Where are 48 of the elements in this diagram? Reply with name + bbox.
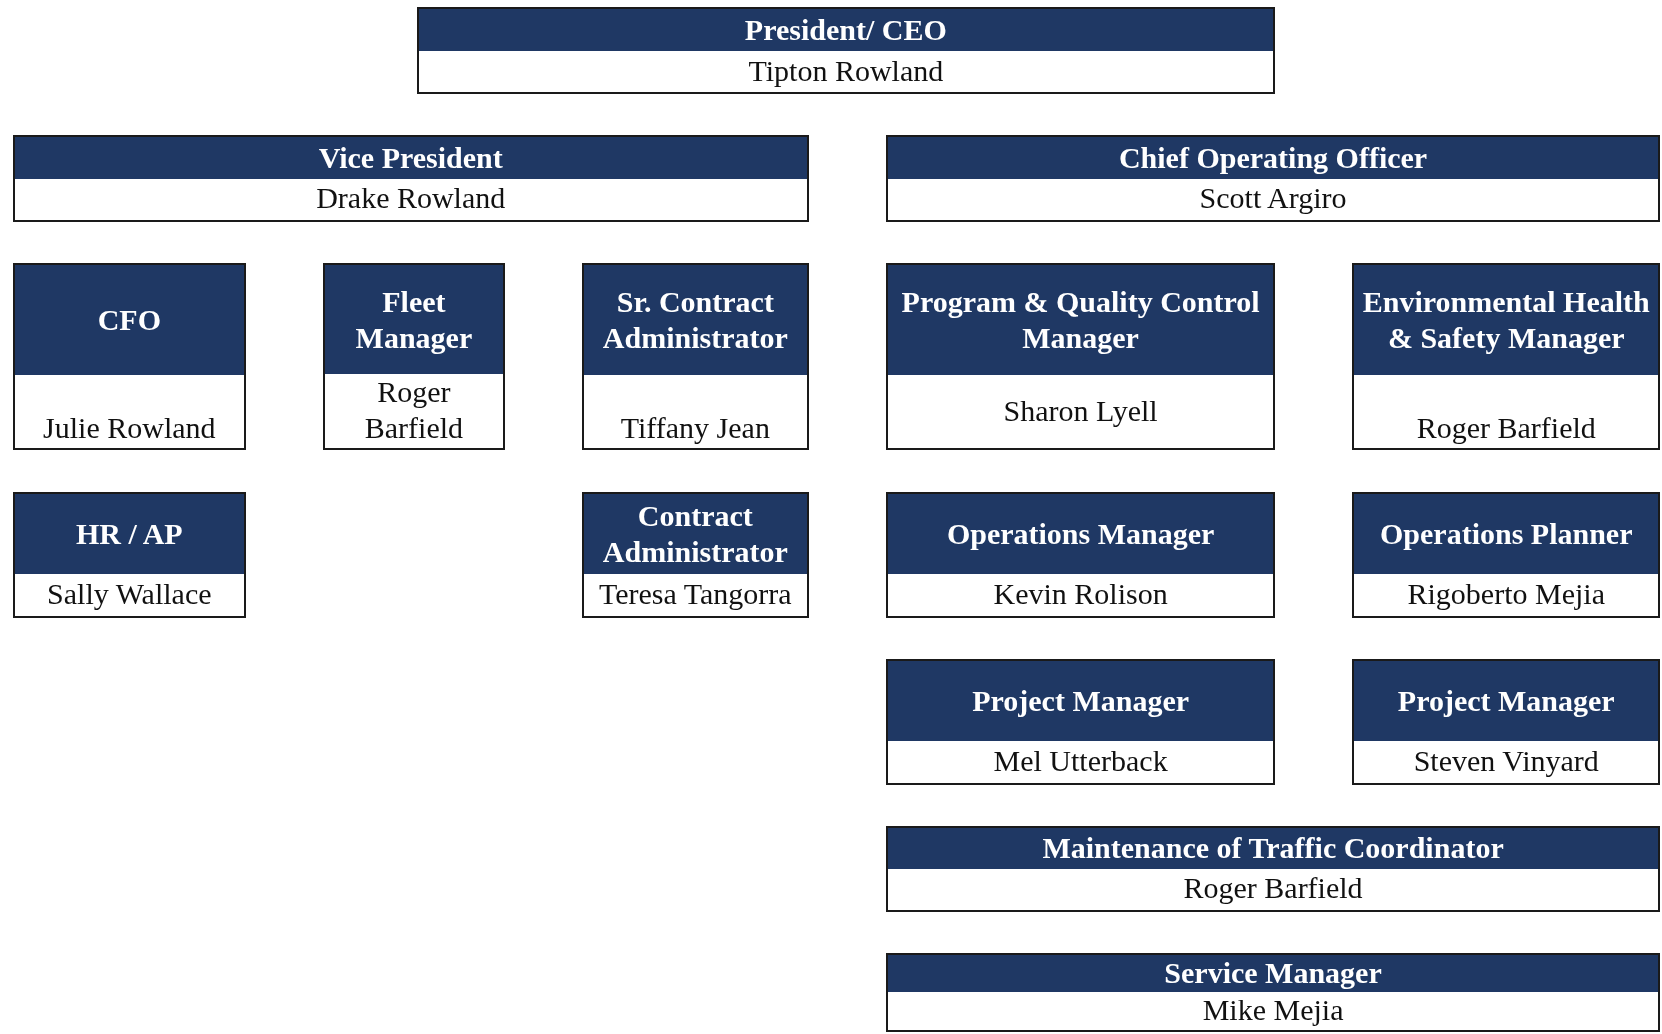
- person-name: Roger Barfield: [1416, 410, 1596, 447]
- position-box: [12, 262, 246, 451]
- job-title: Project Manager: [888, 661, 1274, 741]
- position-box: [581, 262, 809, 451]
- person-name: Julie Rowland: [43, 410, 216, 447]
- position-box: [416, 7, 1276, 95]
- job-title: Operations Manager: [888, 493, 1274, 575]
- position-box: [886, 952, 1660, 1032]
- job-title: Maintenance of Traffic Coordinator: [888, 827, 1658, 870]
- position-box: [1352, 262, 1660, 451]
- position-box: [1352, 659, 1660, 786]
- position-box: [886, 825, 1660, 912]
- person-name: Roger Barfield: [1183, 870, 1363, 907]
- job-title: Program & Quality Control Manager: [888, 264, 1274, 376]
- job-title: Sr. Contract Administrator: [583, 264, 807, 376]
- position-box: [581, 491, 809, 618]
- person-name: Mike Mejia: [1202, 992, 1344, 1028]
- person-name: Sharon Lyell: [1003, 392, 1158, 429]
- person-name: Teresa Tangorra: [599, 576, 792, 613]
- job-title: Fleet Manager: [325, 264, 503, 375]
- person-name: Tiffany Jean: [620, 410, 770, 447]
- job-title: President/ CEO: [418, 9, 1274, 51]
- person-name: Rigoberto Mejia: [1407, 576, 1605, 613]
- position-box: [12, 491, 246, 618]
- person-name: Drake Rowland: [316, 180, 506, 217]
- position-box: [1352, 491, 1660, 618]
- job-title: Chief Operating Officer: [888, 136, 1658, 180]
- position-box: [886, 134, 1660, 222]
- position-box: [886, 659, 1276, 786]
- job-title: Service Manager: [888, 954, 1658, 992]
- job-title: Project Manager: [1354, 661, 1658, 741]
- job-title: Vice President: [14, 136, 807, 180]
- person-name: Steven Vinyard: [1413, 743, 1599, 780]
- position-box: [323, 262, 505, 451]
- position-box: [12, 134, 809, 222]
- person-name: Roger Barfield: [363, 374, 465, 447]
- position-box: [886, 491, 1276, 618]
- person-name: Mel Utterback: [993, 743, 1168, 780]
- position-box: [886, 262, 1276, 451]
- person-name: Tipton Rowland: [748, 52, 944, 89]
- job-title: Operations Planner: [1354, 493, 1658, 575]
- job-title: HR / AP: [14, 493, 244, 575]
- person-name: Kevin Rolison: [993, 576, 1168, 613]
- job-title: CFO: [14, 264, 244, 376]
- job-title: Environmental Health & Safety Manager: [1354, 264, 1658, 376]
- job-title: Contract Administrator: [583, 493, 807, 575]
- person-name: Scott Argiro: [1199, 180, 1347, 217]
- person-name: Sally Wallace: [47, 576, 212, 613]
